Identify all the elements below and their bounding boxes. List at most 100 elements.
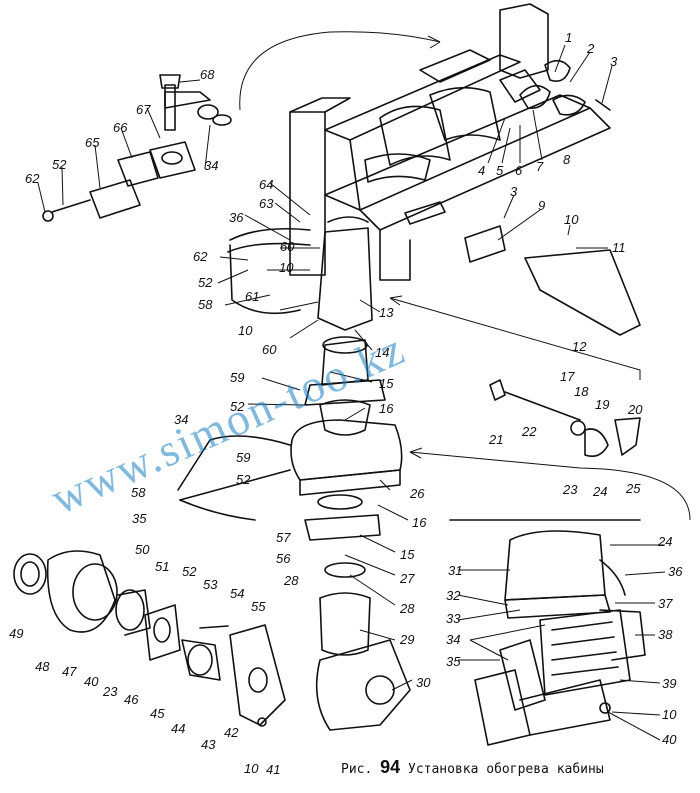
label-30: 30	[416, 675, 431, 690]
label-62b: 62	[25, 171, 40, 186]
label-60a: 60	[280, 239, 295, 254]
label-10a: 10	[564, 212, 579, 227]
caption-title: Установка обогрева кабины	[408, 762, 604, 777]
label-52a: 52	[182, 564, 197, 579]
label-66: 66	[113, 120, 128, 135]
label-43: 43	[201, 737, 216, 752]
label-53: 53	[203, 577, 218, 592]
label-44: 44	[171, 721, 186, 736]
label-16b: 16	[412, 515, 427, 530]
label-48: 48	[35, 659, 50, 674]
label-15b: 15	[400, 547, 415, 562]
label-32: 32	[446, 588, 461, 603]
label-31: 31	[448, 563, 463, 578]
heater-center	[290, 216, 411, 731]
label-16a: 16	[379, 401, 394, 416]
label-36b: 36	[229, 210, 244, 225]
label-40b: 40	[84, 674, 99, 689]
label-51: 51	[155, 559, 170, 574]
label-34a: 34	[446, 632, 461, 647]
label-42: 42	[224, 725, 239, 740]
label-5: 5	[496, 163, 504, 178]
label-50: 50	[135, 542, 150, 557]
label-26: 26	[410, 486, 425, 501]
label-3b: 3	[510, 184, 518, 199]
label-40: 40	[662, 732, 677, 747]
label-11: 11	[612, 240, 626, 255]
label-68: 68	[200, 67, 215, 82]
label-19: 19	[595, 397, 610, 412]
label-59b: 59	[230, 370, 245, 385]
label-21: 21	[489, 432, 504, 447]
label-6: 6	[515, 163, 523, 178]
label-27: 27	[400, 571, 415, 586]
label-49: 49	[9, 626, 24, 641]
label-34b: 34	[174, 412, 189, 427]
label-41: 41	[266, 762, 281, 777]
label-7: 7	[536, 159, 544, 174]
label-52c: 52	[230, 399, 245, 414]
label-64: 64	[259, 177, 274, 192]
cab-frame	[289, 3, 641, 336]
label-23b: 23	[103, 684, 118, 699]
label-36a: 36	[668, 564, 683, 579]
label-47: 47	[62, 664, 77, 679]
label-14: 14	[375, 345, 390, 360]
label-9: 9	[538, 198, 546, 213]
label-65: 65	[85, 135, 100, 150]
figure-number: 94	[380, 757, 401, 777]
label-52e: 52	[52, 157, 67, 172]
label-59a: 59	[236, 450, 251, 465]
label-52d: 52	[198, 275, 213, 290]
label-3: 3	[610, 54, 618, 69]
label-2: 2	[587, 41, 595, 56]
label-35b: 35	[132, 511, 147, 526]
label-17: 17	[560, 369, 575, 384]
label-54: 54	[230, 586, 245, 601]
label-25: 25	[626, 481, 641, 496]
label-34c: 34	[204, 158, 219, 173]
right-parts	[449, 379, 646, 746]
label-20: 20	[628, 402, 643, 417]
label-45: 45	[150, 706, 165, 721]
label-4: 4	[478, 163, 486, 178]
leader-lines	[37, 44, 666, 741]
label-10c: 10	[244, 761, 259, 776]
watermark: www.simon-too.kz	[43, 322, 412, 524]
label-52b: 52	[236, 472, 251, 487]
label-13: 13	[379, 305, 394, 320]
label-39: 39	[662, 676, 677, 691]
label-15a: 15	[379, 376, 394, 391]
label-56: 56	[276, 551, 291, 566]
label-28b: 28	[284, 573, 299, 588]
label-18: 18	[574, 384, 589, 399]
label-60b: 60	[262, 342, 277, 357]
label-24a: 24	[593, 484, 608, 499]
label-28a: 28	[400, 601, 415, 616]
label-46: 46	[124, 692, 139, 707]
label-58a: 58	[131, 485, 146, 500]
label-55: 55	[251, 599, 266, 614]
label-38: 38	[658, 627, 673, 642]
label-10d: 10	[279, 260, 294, 275]
label-57: 57	[276, 530, 291, 545]
label-63: 63	[259, 196, 274, 211]
figure-caption: Рис. 94 Установка обогрева кабины	[341, 757, 604, 778]
label-67: 67	[136, 102, 151, 117]
valve-assembly	[42, 74, 232, 222]
label-8: 8	[563, 152, 571, 167]
caption-prefix: Рис.	[341, 762, 373, 777]
label-33: 33	[446, 611, 461, 626]
label-35a: 35	[446, 654, 461, 669]
label-22: 22	[522, 424, 537, 439]
label-29: 29	[400, 632, 415, 647]
fan-motor	[13, 550, 286, 727]
label-58b: 58	[198, 297, 213, 312]
label-10e: 10	[238, 323, 253, 338]
label-61: 61	[245, 289, 260, 304]
label-37: 37	[658, 596, 673, 611]
label-62a: 62	[193, 249, 208, 264]
label-24b: 24	[658, 534, 673, 549]
